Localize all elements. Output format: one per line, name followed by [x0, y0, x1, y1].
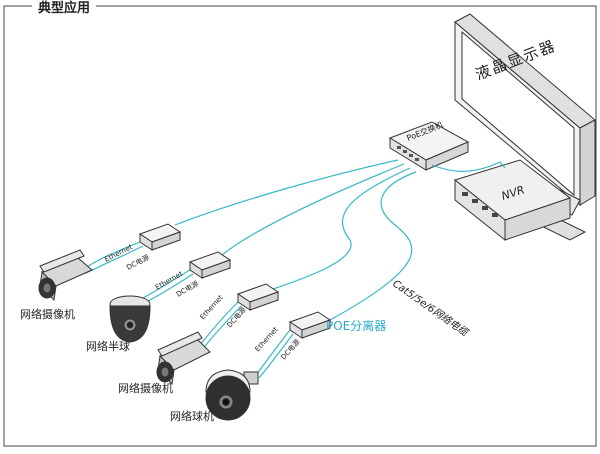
- dc-label-2: DC电源: [175, 279, 201, 299]
- poe-splitter-label: POE分离器: [326, 318, 386, 333]
- switch-nvr-cable: [431, 161, 506, 172]
- cable-branch-4: [329, 171, 417, 321]
- device-label-camera-1: 网络摄像机: [20, 307, 75, 321]
- network-camera-2: [156, 331, 211, 386]
- poe-splitter-3: [236, 283, 280, 311]
- cable-branch-2: [221, 163, 405, 256]
- device-cable-3: [199, 301, 239, 346]
- network-speed-dome: [205, 369, 259, 421]
- dc-label-1: DC电源: [125, 253, 151, 272]
- poe-switch-device: [388, 121, 470, 171]
- device-label-camera-2: 网络摄像机: [118, 381, 173, 395]
- dc-label-3: DC电源: [225, 305, 248, 329]
- device-cable-4: [255, 329, 291, 376]
- nvr-device: [453, 159, 572, 242]
- cable-branch-3: [269, 167, 411, 291]
- poe-splitter-1: [138, 223, 182, 251]
- poe-splitter-2: [188, 251, 232, 279]
- device-label-speed-dome: 网络球机: [170, 409, 214, 423]
- device-label-dome: 网络半球: [86, 339, 130, 353]
- cable-spec-label: Cat5/5e/6网络电缆: [390, 278, 471, 340]
- section-title: 典型应用: [32, 0, 97, 16]
- ethernet-label-1: Ethernet: [103, 243, 134, 264]
- device-cable-3b: [202, 305, 242, 350]
- network-dome-camera: [109, 295, 151, 343]
- cable-branch-1: [174, 159, 399, 226]
- device-cable-4b: [258, 333, 294, 379]
- network-camera-1: [38, 249, 93, 302]
- ethernet-label-3: Ethernet: [199, 293, 225, 321]
- poe-splitter-4: [288, 311, 332, 339]
- diagram-frame: [3, 5, 597, 447]
